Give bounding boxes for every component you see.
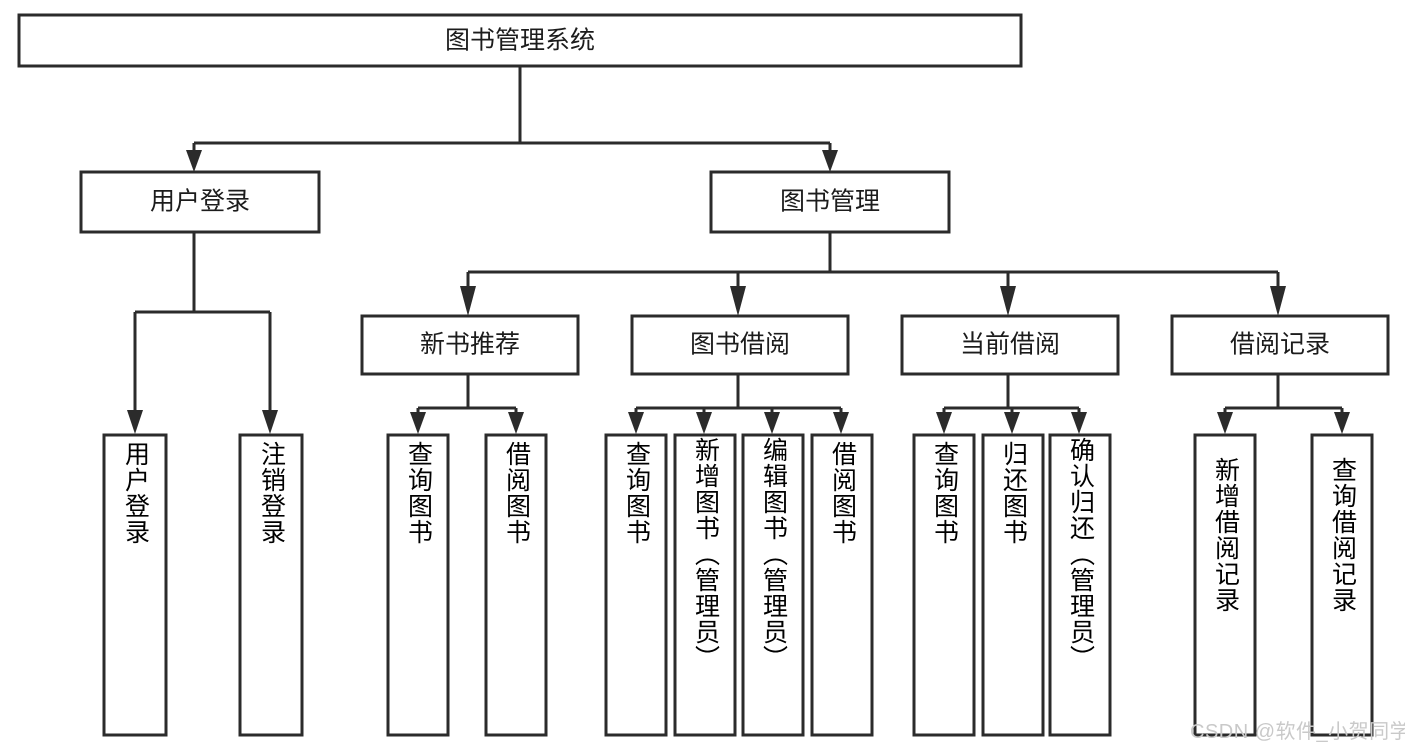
leaf-label-borrow-book-1: 借阅图书 bbox=[502, 441, 531, 545]
leaf-label-add-record: 新增借阅记录 bbox=[1211, 457, 1240, 613]
connector-layer bbox=[127, 66, 1350, 434]
node-user-login-label: 用户登录 bbox=[150, 188, 250, 216]
node-user-login-box[interactable] bbox=[79, 170, 321, 234]
leaf-label-return-book-wrap: 归还图书 bbox=[983, 435, 1043, 735]
arrowhead-leaf-return-book bbox=[1004, 412, 1020, 434]
arrowhead-leaf-edit-book bbox=[764, 412, 780, 434]
leaf-label-user-login: 用户登录 bbox=[121, 441, 150, 545]
csdn-watermark: CSDN @软件_小贺同学 bbox=[1190, 721, 1405, 743]
arrowhead-borrow-record bbox=[1270, 286, 1286, 316]
leaf-label-confirm-return: 确认归还（管理员） bbox=[1066, 437, 1095, 671]
leaf-label-query-book-1: 查询图书 bbox=[404, 441, 433, 545]
node-book-borrow-label: 图书借阅 bbox=[690, 331, 790, 359]
leaf-label-borrow-book-2-wrap: 借阅图书 bbox=[812, 435, 872, 735]
node-leaf-query-book-3-box[interactable] bbox=[912, 433, 976, 737]
arrowhead-leaf-borrow-book-2 bbox=[833, 412, 849, 434]
leaf-label-query-book-3-wrap: 查询图书 bbox=[914, 435, 974, 735]
node-leaf-borrow-book-2-box[interactable] bbox=[810, 433, 874, 737]
leaf-label-query-book-1-wrap: 查询图书 bbox=[388, 435, 448, 735]
leaf-label-edit-book-wrap: 编辑图书（管理员） bbox=[743, 435, 803, 735]
leaf-label-edit-book: 编辑图书（管理员） bbox=[759, 437, 788, 671]
node-new-book-recommend-box[interactable] bbox=[360, 314, 580, 376]
node-leaf-add-record-box[interactable] bbox=[1193, 433, 1257, 737]
arrowhead-leaf-borrow-book-1 bbox=[508, 412, 524, 434]
node-current-borrow-label: 当前借阅 bbox=[960, 331, 1060, 359]
arrowhead-leaf-user-login bbox=[127, 410, 143, 434]
node-leaf-query-book-2-box[interactable] bbox=[604, 433, 668, 737]
arrowhead-leaf-add-record bbox=[1217, 412, 1233, 434]
node-leaf-user-login-box[interactable] bbox=[102, 433, 168, 737]
leaf-label-user-login-wrap: 用户登录 bbox=[104, 435, 166, 735]
node-layer: 图书管理系统 用户登录 图书管理 新书推荐 图书借阅 当前借阅 借阅记录 bbox=[17, 13, 1390, 737]
arrowhead-leaf-logout bbox=[262, 410, 278, 434]
leaf-label-query-record: 查询借阅记录 bbox=[1328, 457, 1357, 613]
leaf-label-add-record-wrap: 新增借阅记录 bbox=[1195, 435, 1255, 735]
node-root-label: 图书管理系统 bbox=[445, 27, 595, 55]
node-leaf-query-record-box[interactable] bbox=[1310, 433, 1374, 737]
leaf-label-confirm-return-wrap: 确认归还（管理员） bbox=[1050, 435, 1110, 735]
arrowhead-leaf-query-book-1 bbox=[410, 412, 426, 434]
arrowhead-user-login bbox=[186, 150, 202, 172]
node-leaf-logout-box[interactable] bbox=[238, 433, 304, 737]
node-book-borrow-box[interactable] bbox=[630, 314, 850, 376]
leaf-label-return-book: 归还图书 bbox=[999, 441, 1028, 545]
node-leaf-borrow-book-1-box[interactable] bbox=[484, 433, 548, 737]
node-leaf-add-book-box[interactable] bbox=[673, 433, 737, 737]
node-new-book-recommend-label: 新书推荐 bbox=[420, 331, 520, 359]
node-root-box[interactable] bbox=[17, 13, 1023, 68]
arrowhead-leaf-query-book-2 bbox=[628, 412, 644, 434]
arrowhead-leaf-confirm-return bbox=[1071, 412, 1087, 434]
leaf-label-query-book-2-wrap: 查询图书 bbox=[606, 435, 666, 735]
node-book-management-box[interactable] bbox=[709, 170, 951, 234]
node-leaf-confirm-return-box[interactable] bbox=[1048, 433, 1112, 737]
leaf-label-add-book: 新增图书（管理员） bbox=[691, 437, 720, 671]
arrowhead-leaf-query-book-3 bbox=[936, 412, 952, 434]
arrowhead-new-book-recommend bbox=[460, 286, 476, 316]
node-leaf-query-book-1-box[interactable] bbox=[386, 433, 450, 737]
arrowhead-leaf-query-record bbox=[1334, 412, 1350, 434]
node-leaf-edit-book-box[interactable] bbox=[741, 433, 805, 737]
node-borrow-record-box[interactable] bbox=[1170, 314, 1390, 376]
leaf-label-query-book-3: 查询图书 bbox=[930, 441, 959, 545]
leaf-label-borrow-book-1-wrap: 借阅图书 bbox=[486, 435, 546, 735]
arrowhead-current-borrow bbox=[1000, 286, 1016, 316]
leaf-label-logout-wrap: 注销登录 bbox=[240, 435, 302, 735]
leaf-label-logout: 注销登录 bbox=[257, 441, 286, 545]
node-book-management-label: 图书管理 bbox=[780, 188, 880, 216]
leaf-label-query-book-2: 查询图书 bbox=[622, 441, 651, 545]
arrowhead-book-management bbox=[822, 150, 838, 172]
leaf-label-add-book-wrap: 新增图书（管理员） bbox=[675, 435, 735, 735]
arrowhead-leaf-add-book bbox=[696, 412, 712, 434]
node-leaf-return-book-box[interactable] bbox=[981, 433, 1045, 737]
arrowhead-book-borrow bbox=[730, 286, 746, 316]
node-borrow-record-label: 借阅记录 bbox=[1230, 331, 1330, 359]
leaf-label-borrow-book-2: 借阅图书 bbox=[828, 441, 857, 545]
node-current-borrow-box[interactable] bbox=[900, 314, 1120, 376]
leaf-label-query-record-wrap: 查询借阅记录 bbox=[1312, 435, 1372, 735]
